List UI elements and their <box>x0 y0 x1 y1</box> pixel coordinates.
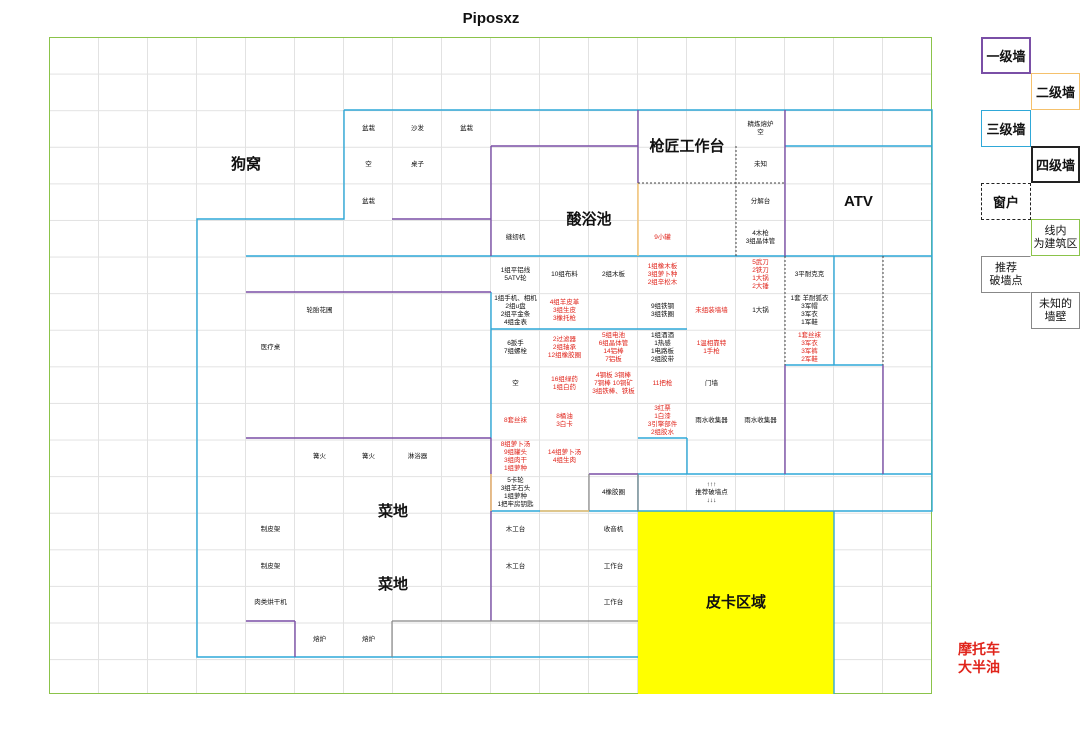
cell-label: 缝纫机 <box>505 233 526 241</box>
motorcycle-note: 摩托车 大半油 <box>958 641 1000 675</box>
cell-label: 1组橡木板 3组萝卜种 2组辛松木 <box>647 262 678 286</box>
cell-label: 盆栽 <box>362 197 375 205</box>
cell-label: 2组木板 <box>601 270 626 278</box>
room-pickup-zone: 皮卡区域 <box>705 593 766 611</box>
tier3-walls <box>196 109 933 694</box>
cell-label: 5卡轮 3组羊石头 1组萝种 1把牢房钥匙 <box>497 476 534 508</box>
legend-wall-tier2: 二级墙 <box>1031 73 1080 110</box>
room-garden-1: 菜地 <box>377 502 408 520</box>
room-acid-bath: 酸浴池 <box>566 210 612 228</box>
cell-label: 盆栽 <box>460 124 473 132</box>
cell-label: 8桶油 3白卡 <box>556 412 573 428</box>
cell-label: 4钢板 3铜棒 7铜棒 10铜矿 3组铁棒、铁板 <box>592 371 635 395</box>
cell-label: 雨水收集器 <box>744 416 777 424</box>
cell-label: 空 <box>365 160 372 168</box>
cell-label: 盆栽 <box>362 124 375 132</box>
cell-label: 沙发 <box>411 124 424 132</box>
legend-breach-point: 推荐 破墙点 <box>981 256 1031 293</box>
cell-label: 门墙 <box>705 379 718 387</box>
tier1-walls <box>246 110 884 657</box>
cell-label: 雨水收集器 <box>695 416 728 424</box>
pickup-zone-fill <box>638 511 834 694</box>
cell-label: 1套丝袜 3军衣 3军裤 2军鞋 <box>797 331 822 363</box>
cell-label: 6扳手 7组螺栓 <box>503 339 528 355</box>
cell-label: 收音机 <box>603 525 624 533</box>
cell-label: 3平耐克克 <box>794 270 825 278</box>
cell-label: 精炼熔炉 空 <box>747 120 774 136</box>
legend-wall-tier4: 四级墙 <box>1031 146 1080 183</box>
cell-label: 16组绿药 1组白药 <box>551 375 578 391</box>
cell-label: 5武刀 2铁刀 1大锅 2大锤 <box>752 258 769 290</box>
legend-wall-tier1: 一级墙 <box>981 37 1031 74</box>
cell-label: 5组电池 6组晶体管 14铝棒 7铝板 <box>598 331 629 363</box>
cell-label: 木工台 <box>505 562 526 570</box>
cell-label: 1大锅 <box>752 306 769 314</box>
cell-label: 10组布料 <box>551 270 578 278</box>
cell-label: 桌子 <box>411 160 424 168</box>
cell-label: 3红票 1白漆 3引擎部件 2组胶水 <box>647 404 678 436</box>
cell-label: 8组萝卜汤 9组罐头 3组肉干 1组萝种 <box>500 440 531 472</box>
window-walls <box>638 146 884 365</box>
breach-recommendation: ↑↑↑ 推荐破墙点 ↓↓↓ <box>695 480 728 504</box>
room-atv: ATV <box>844 192 873 210</box>
cell-label: 未组装墙墙 <box>695 306 728 314</box>
cell-label: 熔炉 <box>362 635 375 643</box>
tier2-walls <box>490 183 639 512</box>
cell-label: 1组手机、相机 2组u盘 2组平金条 4组金表 <box>494 294 537 326</box>
cell-label: 空 <box>512 379 519 387</box>
cell-label: 分解台 <box>750 197 771 205</box>
cell-label: 工作台 <box>603 598 624 606</box>
room-gunsmith: 枪匠工作台 <box>649 137 725 155</box>
cell-label: 2过滤器 2组轴承 12组橡胶圈 <box>547 335 582 359</box>
cell-label: 淋浴器 <box>407 452 428 460</box>
tier4-walls <box>391 474 639 657</box>
cell-label: 工作台 <box>603 562 624 570</box>
legend-build-zone: 线内 为建筑区 <box>1031 219 1080 256</box>
cell-label: 制皮架 <box>260 562 281 570</box>
cell-label: 11把枪 <box>652 379 673 387</box>
cell-label: 8套丝袜 <box>503 416 528 424</box>
cell-label: 4橡胶圈 <box>601 488 626 496</box>
cell-label: 1套 羊耐狐衣 3军帽 3军衣 1军鞋 <box>790 294 829 326</box>
legend-unknown-wall: 未知的 墙壁 <box>1031 292 1080 329</box>
cell-label: 4组羊皮革 3组生皮 3橡托枪 <box>549 298 580 322</box>
cell-label: 1组酒酒 1热感 1电路板 2组胶带 <box>650 331 675 363</box>
cell-label: 9组铁钢 3组铁圈 <box>650 302 675 318</box>
cell-label: 9小罐 <box>654 233 671 241</box>
cell-label: 医疗桌 <box>260 343 281 351</box>
cell-label: 熔炉 <box>313 635 326 643</box>
page-title: Piposxz <box>462 10 520 27</box>
cell-label: 制皮架 <box>260 525 281 533</box>
room-dog-house: 狗窝 <box>230 155 261 173</box>
cell-label: 未知 <box>754 160 767 168</box>
cell-label: 木工台 <box>505 525 526 533</box>
cell-label: 1温相靠特 1手枪 <box>696 339 727 355</box>
cell-label: 4木枪 3组晶体管 <box>745 229 776 245</box>
cell-label: 篝火 <box>362 452 375 460</box>
legend-wall-tier3: 三级墙 <box>981 110 1031 147</box>
cell-label: 轮胎花圃 <box>306 306 333 314</box>
cell-label: 肉类烘干机 <box>254 598 287 606</box>
cell-label: 篝火 <box>313 452 326 460</box>
cell-label: 1组平铝线 5ATV轮 <box>500 266 531 282</box>
legend-window: 窗户 <box>981 183 1031 220</box>
room-garden-2: 菜地 <box>377 575 408 593</box>
cell-label: 14组萝卜汤 4组生肉 <box>547 448 582 464</box>
